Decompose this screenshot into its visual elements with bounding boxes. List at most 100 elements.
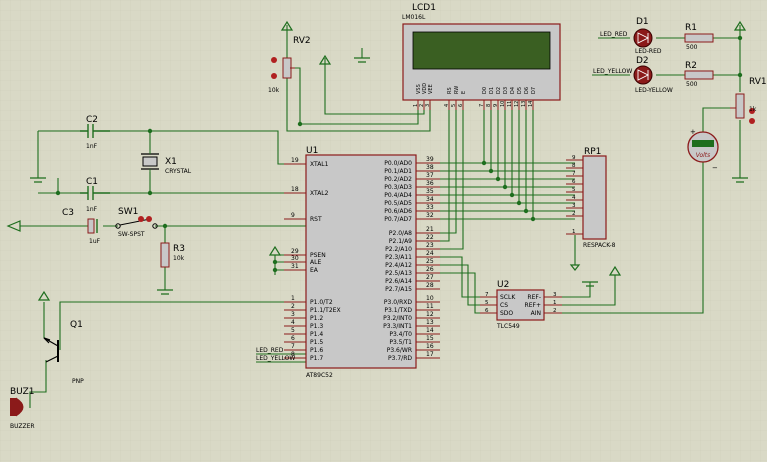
q1-value: PNP [72,378,84,385]
c3-ref: C3 [62,208,74,218]
lcd-pin-number: 13 [521,101,527,107]
led-d2 [633,65,653,85]
adc-pin-name: SDO [500,310,513,317]
lcd-screen [412,31,551,70]
transistor-q1 [43,337,59,363]
mcu-pin-number: 23 [426,242,434,249]
lcd-model: LM016L [402,14,426,21]
lcd-pin-name: D2 [496,87,502,94]
rp1-pin-number: 8 [572,163,576,169]
lcd-pin-number: 11 [507,101,513,107]
net-label-led-yellow-mcu: LED_YELLOW [256,355,295,362]
mcu-pin-name: P3.0/RXD [384,299,412,306]
mcu-pin-name: P0.0/AD0 [384,160,412,167]
net-label-led-yellow-top: LED_YELLOW [593,68,632,75]
rp1-ref: RP1 [584,147,601,157]
lcd-module: LCD1 LM016L VSS1VDD2VEE3RS4RW5E6D07D18D2… [402,3,561,110]
lcd-pins: VSS1VDD2VEE3RS4RW5E6D07D18D29D310D411D51… [413,83,537,110]
led-d1 [633,28,653,48]
mcu-pin-number: 12 [426,311,434,318]
lcd-pin-name: RW [454,86,460,94]
potentiometer-rv1 [730,93,755,124]
adc-model: TLC549 [496,323,520,330]
pot-control-icon [749,108,755,114]
mcu-pin-name: P2.4/A12 [385,262,412,269]
rp1-pin-number: 1 [572,229,576,235]
mcu-pin-number: 30 [291,255,299,262]
d1-value: LED-RED [635,48,662,55]
pot-control-icon [271,73,277,79]
adc-pin-number: 5 [485,300,489,306]
potentiometer-rv2: RV2 10k [268,36,311,94]
mcu-pin-name: XTAL2 [310,190,329,197]
ground-icon [732,177,748,183]
r2-value: 500 [686,81,698,88]
c1-value: 1nF [86,206,98,213]
mcu-pin-number: 16 [426,343,434,350]
adc-pin-name: SCLK [500,294,516,301]
mcu-pin-number: 8 [291,351,295,358]
mcu-pin-number: 22 [426,234,434,241]
mcu-pin-number: 25 [426,258,434,265]
lcd-pin-name: D7 [531,87,537,94]
rv2-ref: RV2 [293,36,311,46]
mcu-pin-number: 13 [426,319,434,326]
mcu-pin-name: PSEN [310,252,326,259]
mcu-pin-name: P0.4/AD4 [384,192,412,199]
mcu-pin-number: 2 [291,303,295,310]
q1-ref: Q1 [70,320,83,330]
resistor-r1 [684,33,714,43]
rp1-pin-number: 5 [572,187,576,193]
mcu-pin-name: P1.1/T2EX [310,307,341,314]
mcu-ref: U1 [306,146,318,156]
mcu-right-pins: 39P0.0/AD038P0.1/AD137P0.2/AD236P0.3/AD3… [383,156,440,362]
lcd-pin-name: D1 [489,87,495,94]
adc-pin-name: AIN [531,310,541,317]
sw1-ref: SW1 [118,207,138,217]
adc-pin-name: REF- [527,294,541,301]
lcd-ref: LCD1 [412,3,436,13]
mcu-pin-name: P3.1/TXD [384,307,412,314]
mcu-pin-name: P3.6/WR [387,347,412,354]
rp1-pin-number: 4 [572,195,576,201]
c2-value: 1nF [86,143,98,150]
mcu-pin-number: 18 [291,186,299,193]
mcu-pin-number: 33 [426,204,434,211]
microcontroller: U1 AT89C52 19XTAL118XTAL29RST29PSEN30ALE… [284,146,440,379]
lcd-pin-number: 6 [458,104,464,107]
lcd-pin-name: D4 [510,87,516,94]
power-terminal-rv2 [280,20,294,31]
mcu-pin-name: P2.5/A13 [385,270,412,277]
mcu-pin-name: P1.2 [310,315,323,322]
mcu-pin-number: 4 [291,319,295,326]
lcd-pin-number: 4 [444,104,450,107]
crystal-x1 [141,150,159,172]
lcd-pin-number: 2 [419,104,425,107]
power-terminal-ref [608,265,622,276]
mcu-pin-name: ALE [310,259,321,266]
mcu-pin-name: P0.1/AD1 [384,168,412,175]
r2-ref: R2 [685,61,697,71]
mcu-pin-name: P1.7 [310,355,323,362]
mcu-pin-name: P2.3/A11 [385,254,412,261]
rp1-model: RESPACK-8 [583,242,616,249]
power-terminal-ea [268,245,282,256]
mcu-pin-number: 36 [426,180,434,187]
mcu-pin-name: P3.2/INT0 [383,315,412,322]
mcu-pin-number: 5 [291,327,295,334]
d1-ref: D1 [636,17,649,27]
mcu-pin-name: P2.0/A8 [389,230,412,237]
mcu-pin-number: 6 [291,335,295,342]
r3-value: 10k [173,255,185,262]
mcu-pin-name: P1.5 [310,339,323,346]
rp1-pin-number: 6 [572,179,576,185]
lcd-pin-name: VEE [428,84,434,94]
net-label-led-red-top: LED_RED [600,31,628,38]
mcu-pin-name: P0.5/AD5 [384,200,412,207]
mcu-pin-name: P1.3 [310,323,323,330]
power-terminal-rv1 [733,20,747,31]
mcu-pin-number: 24 [426,250,434,257]
mcu-pin-number: 10 [426,295,434,302]
